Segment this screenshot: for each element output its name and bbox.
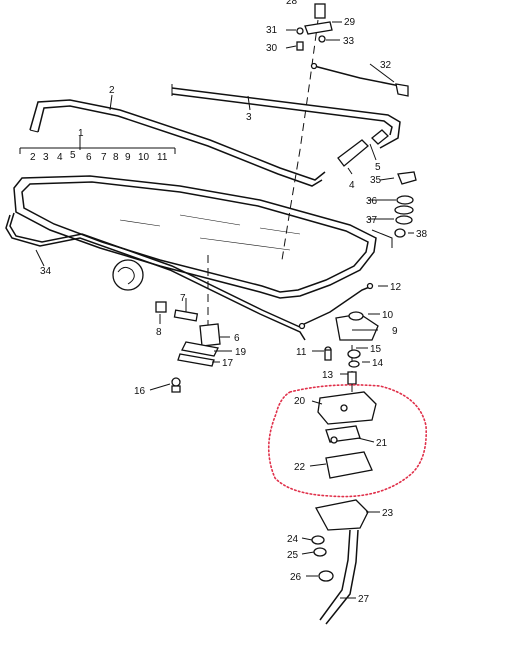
sub-label: 8: [113, 152, 119, 163]
callout-12: 12: [390, 282, 402, 293]
callout-30: 30: [266, 43, 278, 54]
callout-1: 1: [78, 128, 84, 139]
sub-label: 6: [86, 152, 92, 163]
callout-7: 7: [180, 293, 186, 304]
latch-assembly: [317, 391, 377, 479]
callout-33: 33: [343, 36, 355, 47]
sub-label: 4: [57, 152, 63, 163]
callout-27: 27: [358, 594, 370, 605]
sub-label: 7: [101, 152, 107, 163]
highlight-region: [267, 384, 427, 498]
callout-24: 24: [287, 534, 299, 545]
round-badge-part: [112, 259, 144, 291]
callout-19: 19: [235, 347, 247, 358]
callout-26: 26: [290, 572, 302, 583]
callout-2: 2: [109, 85, 115, 96]
callout-36: 36: [366, 196, 378, 207]
left-lower-parts: [155, 301, 221, 393]
sub-label: 2: [30, 152, 36, 163]
latch-parts: [324, 311, 379, 385]
callout-28: 28: [286, 0, 298, 7]
callout-37: 37: [366, 215, 378, 226]
callout-14: 14: [372, 358, 384, 369]
cable-part: [301, 285, 373, 326]
callout-4: 4: [349, 180, 355, 191]
callout-5: 5: [375, 162, 381, 173]
rear-lid-glass: [13, 175, 377, 299]
sub-label-row: 2 3 4 5 6 7 8 9 10 11: [30, 150, 168, 163]
callout-32: 32: [380, 60, 392, 71]
right-washer-stack: [394, 171, 417, 238]
upper-seal-strip: [171, 87, 401, 149]
callout-35: 35: [370, 175, 382, 186]
callout-9: 9: [392, 326, 398, 337]
callout-21: 21: [376, 438, 388, 449]
sub-label: 5: [70, 150, 76, 161]
bracket-wire: [371, 229, 393, 248]
sub-label: 11: [157, 152, 168, 163]
callout-20: 20: [294, 396, 306, 407]
callout-23: 23: [382, 508, 394, 519]
outer-seal: [29, 99, 326, 181]
sub-label: 9: [125, 152, 131, 163]
callout-10: 10: [382, 310, 394, 321]
callout-34: 34: [40, 266, 52, 277]
rod-part: [313, 65, 406, 93]
callout-31: 31: [266, 25, 278, 36]
washer-part: [311, 535, 325, 545]
callout-3: 3: [246, 112, 252, 123]
callout-22: 22: [294, 462, 306, 473]
callout-16: 16: [134, 386, 146, 397]
sub-label: 3: [43, 152, 49, 163]
callout-8: 8: [156, 327, 162, 338]
callout-6: 6: [234, 333, 240, 344]
leader-lines: [19, 21, 414, 599]
gas-strut: [337, 139, 369, 167]
sub-label: 10: [138, 152, 150, 163]
callout-38: 38: [416, 229, 428, 240]
callout-13: 13: [322, 370, 334, 381]
lower-seal: [5, 214, 306, 341]
lower-bracket: [315, 499, 369, 531]
top-hinge-cluster: [296, 3, 333, 51]
assembly-axis-line: [281, 19, 319, 261]
callout-25: 25: [287, 550, 299, 561]
callout-29: 29: [344, 17, 356, 28]
callout-11: 11: [296, 347, 307, 358]
callout-15: 15: [370, 344, 382, 355]
callout-17: 17: [222, 358, 234, 369]
drain-hose: [319, 529, 351, 621]
